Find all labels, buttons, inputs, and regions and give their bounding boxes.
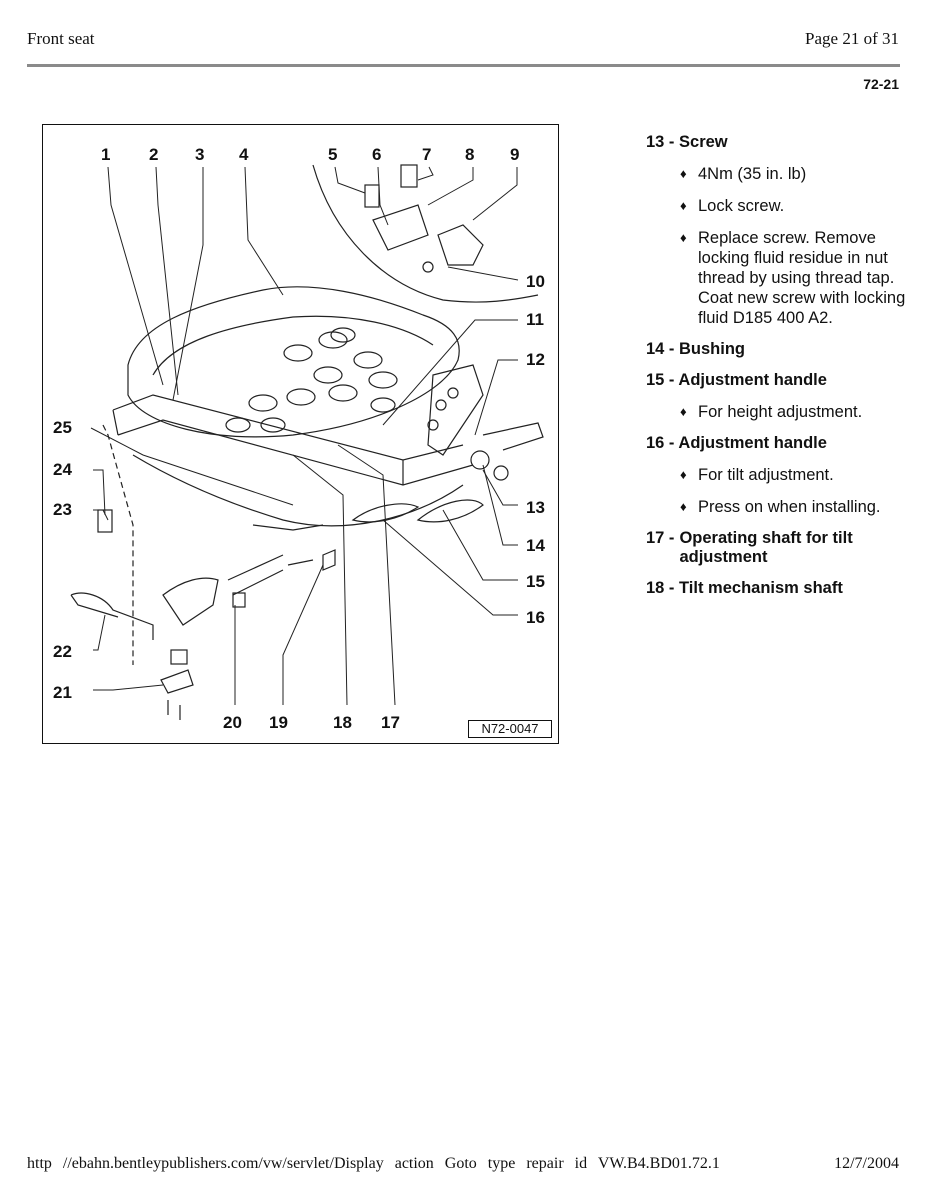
page-number: Page 21 of 31	[805, 29, 899, 48]
legend-label: 15 - Adjustment handle	[646, 371, 827, 389]
callout-13: 13	[526, 498, 545, 517]
callout-2: 2	[149, 145, 158, 164]
legend-number: 17 -	[646, 529, 675, 547]
callout-21: 21	[53, 683, 72, 702]
legend-label: Operating shaft for tilt adjustment	[679, 529, 853, 566]
legend-label: 18 - Tilt mechanism shaft	[646, 579, 843, 597]
callout-14: 14	[526, 536, 545, 555]
callout-10: 10	[526, 272, 545, 291]
page-header-title: Front seat	[27, 29, 95, 48]
callout-7: 7	[422, 145, 431, 164]
seat-exploded-drawing: 1 2 3 4 5 6 7 8 9 10 11 12 13 14 15 16 1…	[53, 145, 545, 732]
legend-note: Lock screw.	[646, 196, 916, 216]
parts-legend: 13 - Screw 4Nm (35 in. lb) Lock screw. R…	[646, 133, 916, 610]
seat-pan	[127, 286, 460, 438]
legend-note: Replace screw. Remove locking fluid resi…	[646, 228, 916, 328]
lever-22	[70, 592, 154, 640]
section-code: 72-21	[863, 76, 899, 92]
callout-22: 22	[53, 642, 72, 661]
legend-label: 14 - Bushing	[646, 340, 746, 358]
callout-15: 15	[526, 572, 545, 591]
adjustment-handle-16	[351, 503, 420, 523]
legend-item-15: 15 - Adjustment handle	[646, 371, 916, 390]
callout-23: 23	[53, 500, 72, 519]
figure-code: N72-0047	[468, 720, 552, 738]
adjustment-handle-15	[416, 499, 484, 523]
height-bracket	[427, 364, 484, 456]
callout-25: 25	[53, 418, 72, 437]
legend-note: 4Nm (35 in. lb)	[646, 164, 916, 184]
legend-label: 16 - Adjustment handle	[646, 434, 827, 452]
legend-item-17: 17 - Operating shaft for tilt adjustment	[646, 529, 916, 567]
legend-item-18: 18 - Tilt mechanism shaft	[646, 579, 916, 598]
callout-6: 6	[372, 145, 381, 164]
legend-note: Press on when installing.	[646, 497, 916, 517]
callout-1: 1	[101, 145, 110, 164]
callout-19: 19	[269, 713, 288, 732]
header-divider	[27, 64, 900, 67]
legend-item-13: 13 - Screw	[646, 133, 916, 152]
footer-date: 12/7/2004	[834, 1155, 899, 1172]
callout-16: 16	[526, 608, 545, 627]
legend-note: For height adjustment.	[646, 402, 916, 422]
callout-20: 20	[223, 713, 242, 732]
callout-18: 18	[333, 713, 352, 732]
callout-4: 4	[239, 145, 249, 164]
exploded-diagram: 1 2 3 4 5 6 7 8 9 10 11 12 13 14 15 16 1…	[42, 124, 559, 744]
legend-label: 13 - Screw	[646, 133, 728, 151]
footer-url: http //ebahn.bentleypublishers.com/vw/se…	[27, 1155, 720, 1172]
callout-9: 9	[510, 145, 519, 164]
callout-11: 11	[526, 310, 544, 329]
callout-12: 12	[526, 350, 545, 369]
callout-24: 24	[53, 460, 72, 479]
seat-frame	[112, 394, 474, 486]
callout-3: 3	[195, 145, 204, 164]
callout-17: 17	[381, 713, 400, 732]
legend-item-16: 16 - Adjustment handle	[646, 434, 916, 453]
callout-5: 5	[328, 145, 337, 164]
callout-8: 8	[465, 145, 474, 164]
legend-item-14: 14 - Bushing	[646, 340, 916, 359]
legend-note: For tilt adjustment.	[646, 465, 916, 485]
